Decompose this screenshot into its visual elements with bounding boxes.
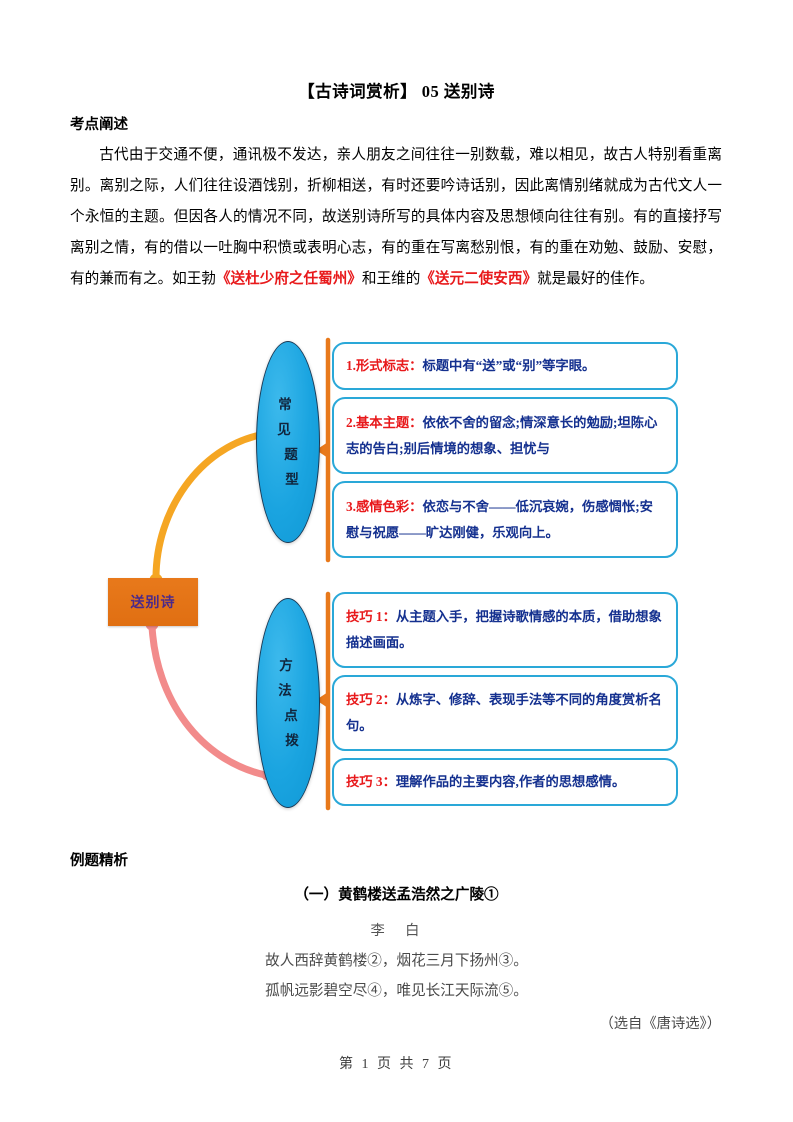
branch-method-char-0: 方 bbox=[279, 658, 293, 673]
mindmap-info-box-3[interactable]: 3.感情色彩：依恋与不舍——低沉哀婉，伤感惆怅;安慰与祝愿——旷达刚健，乐观向上… bbox=[332, 481, 678, 558]
info-box-5-heading: 技巧 2： bbox=[346, 692, 396, 707]
intro-paragraph: 古代由于交通不便，通讯极不发达，亲人朋友之间往往一别数载，难以相见，故古人特别看… bbox=[70, 140, 722, 295]
branch-method-char-1: 法 bbox=[278, 683, 292, 698]
page-title: 【古诗词赏析】 05 送别诗 bbox=[298, 82, 495, 101]
mindmap-info-box-2[interactable]: 2.基本主题：依依不舍的留念;情深意长的勉励;坦陈心志的告白;别后情境的想象、担… bbox=[332, 397, 678, 474]
poem-title: （一）黄鹤楼送孟浩然之广陵① bbox=[294, 887, 499, 903]
branch-common-label: 常 见 题 型 bbox=[257, 342, 319, 542]
bracket-arrow-upper bbox=[316, 442, 328, 458]
mindmap-connectors bbox=[145, 337, 331, 811]
intro-text-part1: 古代由于交通不便，通讯极不发达，亲人朋友之间往往一别数载，难以相见，故古人特别看… bbox=[70, 147, 722, 287]
connector-curve-method bbox=[148, 622, 269, 779]
poem-reference-1: 《送杜少府之任蜀州》 bbox=[215, 271, 362, 287]
page-footer: 第 1 页 共 7 页 bbox=[339, 1057, 454, 1072]
poem-author: 李 白 bbox=[370, 923, 423, 939]
intro-text-part2: 和王维的 bbox=[361, 271, 421, 287]
bracket-arrow-lower bbox=[316, 692, 328, 708]
info-box-6-heading: 技巧 3： bbox=[346, 774, 396, 789]
info-box-3-heading: 3.感情色彩： bbox=[346, 498, 423, 514]
info-box-4-body: 从主题入手，把握诗歌情感的本质，借助想象描述画面。 bbox=[346, 609, 662, 650]
info-box-2-heading: 2.基本主题： bbox=[346, 414, 423, 430]
info-box-1-heading: 1.形式标志： bbox=[346, 358, 423, 373]
mindmap-info-box-5[interactable]: 技巧 2：从炼字、修辞、表现手法等不同的角度赏析名句。 bbox=[332, 675, 678, 751]
intro-text-part3: 就是最好的佳作。 bbox=[537, 271, 654, 287]
info-box-1-body: 标题中有“送”或“别”等字眼。 bbox=[422, 358, 596, 373]
poem-line-1: 故人西辞黄鹤楼②，烟花三月下扬州③。 bbox=[265, 953, 528, 969]
info-box-3-body: 依恋与不舍——低沉哀婉，伤感惆怅;安慰与祝愿——旷达刚健，乐观向上。 bbox=[346, 498, 653, 540]
mindmap-info-box-6[interactable]: 技巧 3：理解作品的主要内容,作者的思想感情。 bbox=[332, 758, 678, 806]
branch-method-label: 方 法 点 拨 bbox=[257, 599, 319, 807]
poem-source: （选自《唐诗选》） bbox=[599, 1016, 721, 1032]
mindmap-info-box-4[interactable]: 技巧 1：从主题入手，把握诗歌情感的本质，借助想象描述画面。 bbox=[332, 592, 678, 668]
info-box-2-content: 2.基本主题：依依不舍的留念;情深意长的勉励;坦陈心志的告白;别后情境的想象、担… bbox=[346, 410, 665, 462]
info-box-4-content: 技巧 1：从主题入手，把握诗歌情感的本质，借助想象描述画面。 bbox=[346, 604, 665, 656]
branch-common-char-2: 题 bbox=[284, 447, 298, 462]
info-box-3-content: 3.感情色彩：依恋与不舍——低沉哀婉，伤感惆怅;安慰与祝愿——旷达刚健，乐观向上… bbox=[346, 494, 665, 546]
section-heading-kaodian: 考点阐述 bbox=[70, 117, 128, 133]
poem-line-2: 孤帆远影碧空尽④，唯见长江天际流⑤。 bbox=[265, 983, 528, 999]
info-box-1-content: 1.形式标志：标题中有“送”或“别”等字眼。 bbox=[346, 353, 665, 379]
info-box-5-body: 从炼字、修辞、表现手法等不同的角度赏析名句。 bbox=[346, 692, 662, 733]
info-box-4-heading: 技巧 1： bbox=[346, 609, 396, 624]
branch-common-char-0: 常 bbox=[278, 397, 292, 412]
mindmap-branch-common-types[interactable]: 常 见 题 型 bbox=[256, 341, 320, 543]
mindmap-diagram: 送别诗 常 见 题 型 方 法 点 拨 1.形式标志：标题中有“送”或“别”等字… bbox=[60, 330, 740, 840]
section-heading-liti: 例题精析 bbox=[70, 853, 128, 869]
info-box-6-body: 理解作品的主要内容,作者的思想感情。 bbox=[395, 774, 626, 789]
mindmap-branch-method-tips[interactable]: 方 法 点 拨 bbox=[256, 598, 320, 808]
branch-method-char-3: 拨 bbox=[285, 733, 299, 748]
info-box-5-content: 技巧 2：从炼字、修辞、表现手法等不同的角度赏析名句。 bbox=[346, 687, 665, 739]
poem-reference-2: 《送元二使安西》 bbox=[420, 271, 538, 287]
branch-method-char-2: 点 bbox=[284, 708, 298, 723]
info-box-6-content: 技巧 3：理解作品的主要内容,作者的思想感情。 bbox=[346, 769, 665, 795]
connector-curve-common bbox=[152, 431, 264, 582]
branch-common-char-3: 型 bbox=[285, 472, 299, 487]
mindmap-center-node[interactable]: 送别诗 bbox=[108, 578, 198, 626]
mindmap-info-box-1[interactable]: 1.形式标志：标题中有“送”或“别”等字眼。 bbox=[332, 342, 678, 390]
branch-common-char-1: 见 bbox=[277, 422, 291, 437]
info-box-2-body: 依依不舍的留念;情深意长的勉励;坦陈心志的告白;别后情境的想象、担忧与 bbox=[346, 414, 658, 456]
